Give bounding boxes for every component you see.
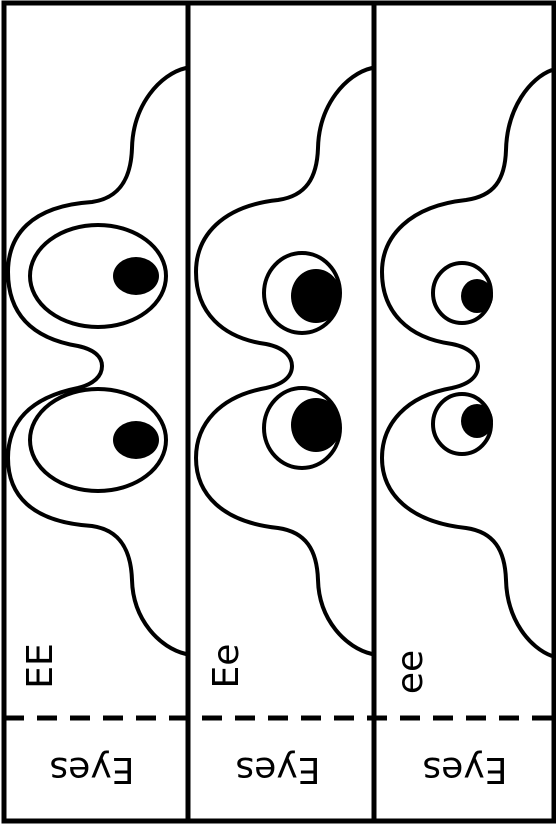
pupil-ee-bottom [113, 421, 159, 459]
trait-label-1: Eyes [50, 749, 135, 790]
pupil-ee-recessive-top [461, 279, 493, 313]
genotype-label-3: ee [390, 650, 431, 694]
face-outline-ee-recessive [382, 70, 552, 656]
genotype-label-1: EE [20, 643, 61, 689]
trait-label-2: Eyes [236, 749, 321, 790]
pupil-ee-hetero-bottom [291, 398, 341, 452]
strip-ee-hetero-upper [196, 68, 372, 654]
face-outline-ee-upper [8, 68, 186, 654]
pupil-ee-top [113, 257, 159, 295]
pupil-ee-hetero-top [291, 269, 341, 323]
genotype-label-2: Ee [206, 644, 247, 689]
trait-label-3: Eyes [423, 749, 508, 790]
pupil-ee-recessive-bottom [461, 404, 493, 438]
strip-ee-upper [8, 68, 186, 654]
strip-ee-recessive-upper [382, 70, 552, 656]
face-outline-ee-hetero [196, 68, 372, 654]
